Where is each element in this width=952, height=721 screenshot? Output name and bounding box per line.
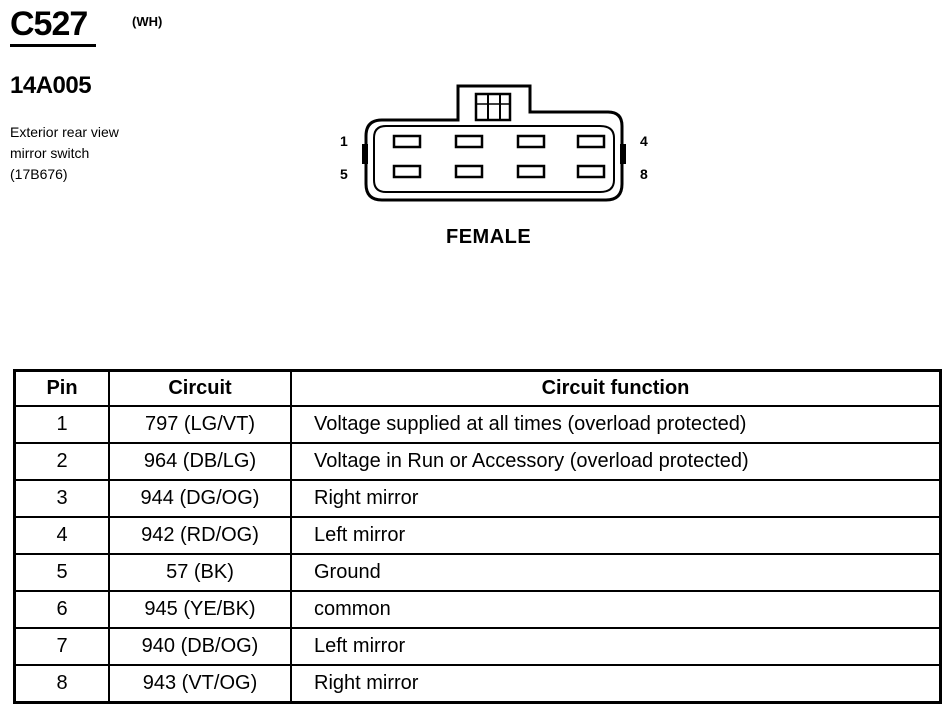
connector-color: (WH) xyxy=(132,14,163,29)
cavity-5 xyxy=(392,164,422,179)
description-line: mirror switch xyxy=(10,145,90,161)
connector-housing xyxy=(364,84,624,202)
latch-tab xyxy=(474,92,512,122)
connector-id: C527 xyxy=(10,5,88,43)
table-row: 6 945 (YE/BK) common xyxy=(13,590,942,629)
cell-pin: 4 xyxy=(13,516,110,555)
cavity-6 xyxy=(454,164,484,179)
table-row: 4 942 (RD/OG) Left mirror xyxy=(13,516,942,555)
table-row: 7 940 (DB/OG) Left mirror xyxy=(13,627,942,666)
pin-label-top-left: 1 xyxy=(340,133,348,149)
description-line: Exterior rear view xyxy=(10,124,119,140)
cell-pin: 6 xyxy=(13,590,110,629)
cell-pin: 1 xyxy=(13,405,110,444)
cell-function: Right mirror xyxy=(290,664,942,704)
connector-inner-outline xyxy=(373,125,615,193)
header-circuit-function: Circuit function xyxy=(290,369,942,407)
header-circuit: Circuit xyxy=(108,369,292,407)
pin-label-top-right: 4 xyxy=(640,133,648,149)
table-row: 3 944 (DG/OG) Right mirror xyxy=(13,479,942,518)
cell-pin: 7 xyxy=(13,627,110,666)
cell-pin: 8 xyxy=(13,664,110,704)
cavity-8 xyxy=(576,164,606,179)
cavity-1 xyxy=(392,134,422,149)
cell-function: Left mirror xyxy=(290,516,942,555)
side-key-left xyxy=(362,144,368,164)
table-row: 8 943 (VT/OG) Right mirror xyxy=(13,664,942,704)
pin-label-bottom-right: 8 xyxy=(640,166,648,182)
cell-circuit: 943 (VT/OG) xyxy=(108,664,292,704)
pin-assignment-table: Pin Circuit Circuit function 1 797 (LG/V… xyxy=(13,369,942,704)
cell-circuit: 964 (DB/LG) xyxy=(108,442,292,481)
cell-pin: 5 xyxy=(13,553,110,592)
header-pin: Pin xyxy=(13,369,110,407)
cavity-4 xyxy=(576,134,606,149)
cell-circuit: 57 (BK) xyxy=(108,553,292,592)
cell-function: common xyxy=(290,590,942,629)
cell-function: Left mirror xyxy=(290,627,942,666)
table-header-row: Pin Circuit Circuit function xyxy=(13,369,942,407)
cell-circuit: 945 (YE/BK) xyxy=(108,590,292,629)
description-line: (17B676) xyxy=(10,166,68,182)
cell-function: Right mirror xyxy=(290,479,942,518)
part-number: 14A005 xyxy=(10,72,92,99)
cell-function: Voltage in Run or Accessory (overload pr… xyxy=(290,442,942,481)
cavity-7 xyxy=(516,164,546,179)
cell-circuit: 942 (RD/OG) xyxy=(108,516,292,555)
cell-function: Voltage supplied at all times (overload … xyxy=(290,405,942,444)
cell-pin: 3 xyxy=(13,479,110,518)
cavity-2 xyxy=(454,134,484,149)
connector-gender-label: FEMALE xyxy=(446,226,532,248)
cell-circuit: 940 (DB/OG) xyxy=(108,627,292,666)
cell-circuit: 944 (DG/OG) xyxy=(108,479,292,518)
table-row: 5 57 (BK) Ground xyxy=(13,553,942,592)
cell-circuit: 797 (LG/VT) xyxy=(108,405,292,444)
pin-label-bottom-left: 5 xyxy=(340,166,348,182)
side-key-right xyxy=(620,144,626,164)
cell-pin: 2 xyxy=(13,442,110,481)
table-row: 2 964 (DB/LG) Voltage in Run or Accessor… xyxy=(13,442,942,481)
cell-function: Ground xyxy=(290,553,942,592)
cavity-3 xyxy=(516,134,546,149)
connector-face-diagram: 1 5 4 8 xyxy=(340,84,648,202)
connector-id-underline xyxy=(10,44,96,47)
component-description: Exterior rear view mirror switch (17B676… xyxy=(10,122,119,185)
table-row: 1 797 (LG/VT) Voltage supplied at all ti… xyxy=(13,405,942,444)
